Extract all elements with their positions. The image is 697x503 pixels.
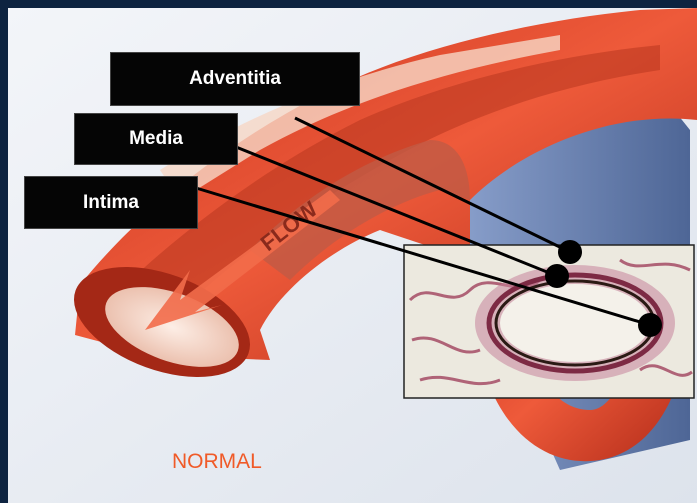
media-marker-dot (545, 264, 569, 288)
vessel-lumen (500, 284, 650, 362)
adventitia-label: Adventitia (110, 52, 360, 106)
intima-marker-dot (638, 313, 662, 337)
intima-label: Intima (24, 176, 198, 229)
normal-caption: NORMAL (172, 450, 262, 474)
adventitia-marker-dot (558, 240, 582, 264)
media-label: Media (74, 113, 238, 165)
